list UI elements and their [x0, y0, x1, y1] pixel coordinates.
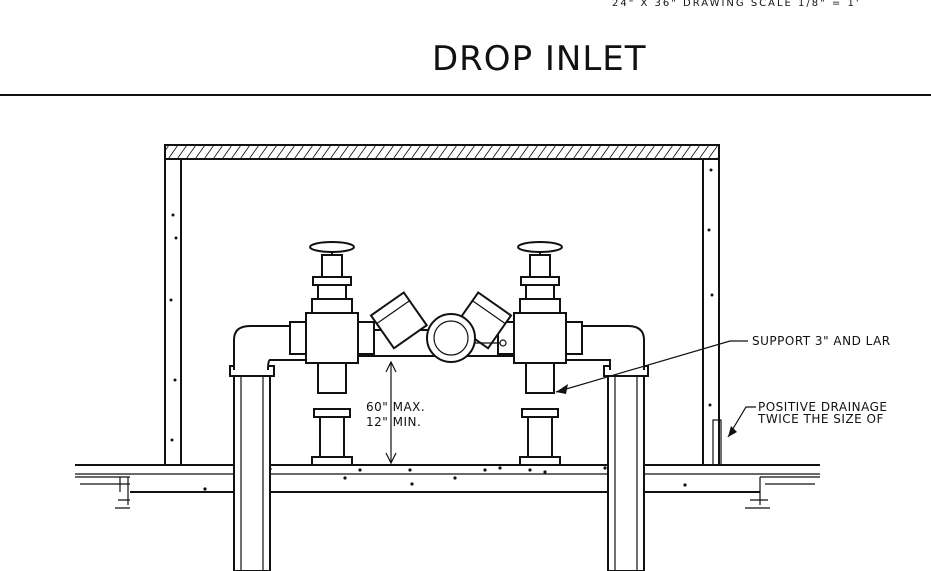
- drainage-note-line2: TWICE THE SIZE OF: [757, 412, 884, 426]
- enclosure-roof: [164, 144, 720, 160]
- gate-valve-left: [289, 241, 375, 466]
- dimension-min: 12" MIN.: [366, 415, 421, 429]
- slab-aggregate: [203, 466, 687, 491]
- check-valves: [369, 291, 513, 363]
- wall-aggregate: [169, 168, 714, 442]
- inlet-pipe-left: [229, 365, 275, 571]
- dimension-max: 60" MAX.: [366, 400, 425, 414]
- page-title: DROP INLET: [432, 39, 647, 79]
- enclosure-left-wall: [164, 158, 182, 466]
- drainage-note-line1: POSITIVE DRAINAGE: [758, 400, 888, 414]
- clearance-dimension: 60" MAX. 12" MIN.: [366, 360, 425, 465]
- enclosure: [164, 144, 722, 466]
- support-note: SUPPORT 3" AND LAR: [752, 334, 891, 348]
- concrete-slab: [75, 464, 820, 509]
- valve-handwheel-left: [309, 241, 355, 253]
- enclosure-right-wall: [702, 158, 720, 466]
- gate-valve-right: [497, 241, 583, 466]
- header-fragment: 24" X 36" DRAWING SCALE 1/8" = 1': [612, 0, 861, 9]
- drainage-callout: POSITIVE DRAINAGE TWICE THE SIZE OF: [727, 400, 888, 438]
- outlet-pipe-right: [603, 365, 649, 571]
- valve-handwheel-right: [517, 241, 563, 253]
- support-callout: SUPPORT 3" AND LAR: [555, 334, 891, 394]
